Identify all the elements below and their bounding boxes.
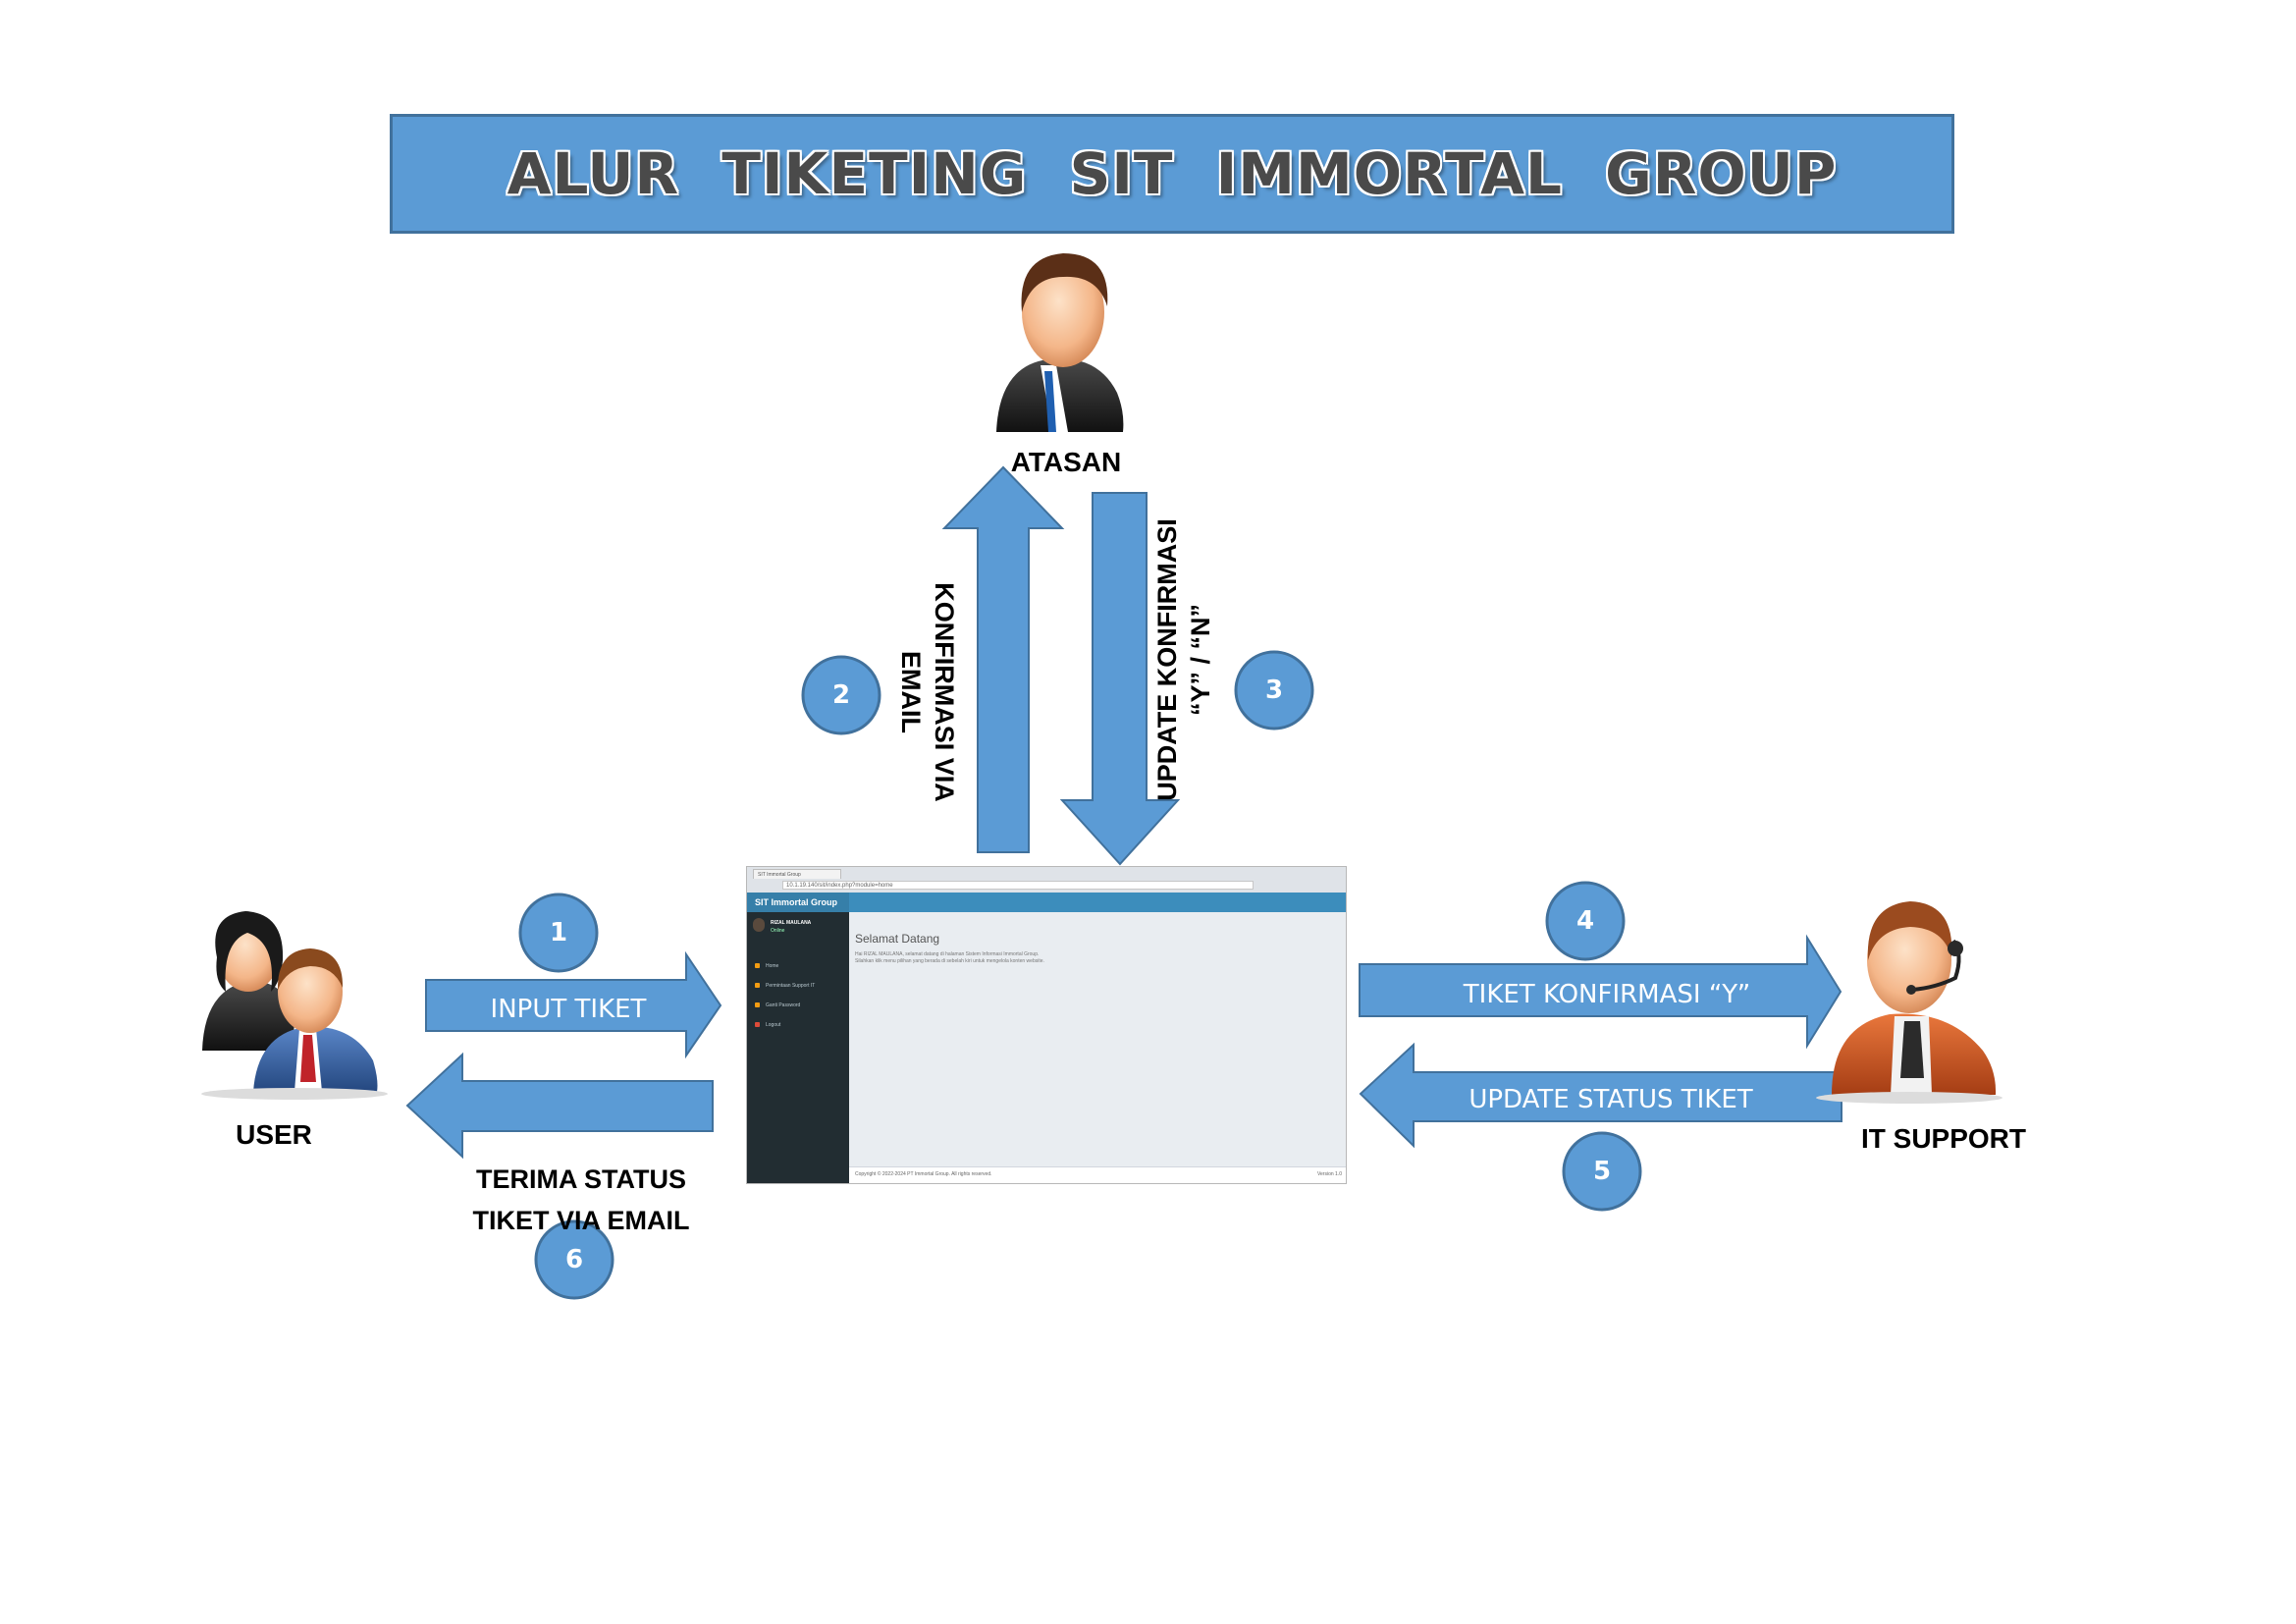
step-label-terima-status: TERIMA STATUS TIKET VIA EMAIL bbox=[473, 1159, 690, 1241]
step-number-2: 2 bbox=[831, 680, 851, 710]
step-label-update-konfirmasi-line1: UPDATE KONFIRMASI bbox=[1152, 518, 1182, 801]
step-label-terima-status-line1: TERIMA STATUS bbox=[476, 1164, 686, 1194]
step-number-6: 6 bbox=[564, 1245, 584, 1274]
avatar bbox=[753, 918, 765, 932]
it-support-person-icon bbox=[1832, 901, 1997, 1095]
step-circle-3 bbox=[1234, 650, 1314, 731]
sidebar-item-label: Ganti Password bbox=[766, 1002, 801, 1008]
app-screenshot: SIT Immortal Group 10.1.19.140/sit/index… bbox=[746, 866, 1347, 1184]
app-sidebar: RIZAL MAULANA Online Home Permintaan Sup… bbox=[747, 912, 849, 1183]
support-icon bbox=[755, 983, 760, 989]
sidebar-item-label: Logout bbox=[766, 1022, 781, 1028]
app-copyright: Copyright © 2022-2024 PT Immortal Group.… bbox=[855, 1171, 992, 1177]
browser-url-bar: 10.1.19.140/sit/index.php?module=home bbox=[782, 881, 1254, 890]
step-label-konfirmasi-email-line1: KONFIRMASI VIA bbox=[930, 582, 959, 802]
step-label-update-konfirmasi-line2: “Y” / “N” bbox=[1186, 604, 1215, 717]
home-icon bbox=[755, 963, 760, 969]
arrow-update-status bbox=[1359, 1042, 1842, 1149]
step-number-4: 4 bbox=[1575, 906, 1595, 936]
browser-chrome: SIT Immortal Group 10.1.19.140/sit/index… bbox=[747, 867, 1346, 893]
title-banner: ALUR TIKETING SIT IMMORTAL GROUP bbox=[390, 114, 1954, 234]
step-label-input-tiket: INPUT TIKET bbox=[490, 995, 647, 1024]
step-number-5: 5 bbox=[1592, 1157, 1612, 1186]
step-label-konfirmasi-email: KONFIRMASI VIA EMAIL bbox=[894, 582, 961, 802]
atasan-person-icon bbox=[996, 253, 1124, 432]
sidebar-item-password: Ganti Password bbox=[755, 1002, 800, 1008]
step-label-konfirmasi-email-line2: EMAIL bbox=[896, 650, 926, 733]
app-brand: SIT Immortal Group bbox=[747, 893, 849, 912]
key-icon bbox=[755, 1002, 760, 1008]
actor-label-atasan: ATASAN bbox=[1010, 447, 1122, 477]
step-number-3: 3 bbox=[1264, 676, 1284, 705]
step-circle-2 bbox=[801, 655, 881, 735]
app-footer: Copyright © 2022-2024 PT Immortal Group.… bbox=[849, 1166, 1346, 1183]
step-label-update-konfirmasi: UPDATE KONFIRMASI “Y” / “N” bbox=[1150, 518, 1217, 801]
sidebar-user-status: Online bbox=[771, 928, 785, 934]
step-label-update-status: UPDATE STATUS TIKET bbox=[1468, 1085, 1753, 1114]
step-circle-4 bbox=[1545, 881, 1626, 961]
sidebar-item-logout: Logout bbox=[755, 1022, 780, 1028]
logout-icon bbox=[755, 1022, 760, 1028]
sidebar-item-label: Permintaan Support IT bbox=[766, 983, 816, 989]
app-welcome-line2: Silahkan klik menu pilihan yang berada d… bbox=[855, 958, 1044, 964]
step-label-tiket-konfirmasi: TIKET KONFIRMASI “Y” bbox=[1463, 980, 1751, 1009]
step-label-terima-status-line2: TIKET VIA EMAIL bbox=[472, 1206, 690, 1235]
arrow-tiket-konfirmasi bbox=[1359, 934, 1842, 1050]
step-circle-1 bbox=[518, 893, 599, 973]
sidebar-user-name: RIZAL MAULANA bbox=[771, 920, 812, 926]
app-header-bar bbox=[747, 893, 1346, 912]
arrow-input-tiket bbox=[425, 950, 722, 1059]
app-version: Version 1.0 bbox=[1316, 1171, 1342, 1177]
sidebar-item-home: Home bbox=[755, 963, 778, 969]
step-number-1: 1 bbox=[549, 918, 568, 947]
app-welcome-title: Selamat Datang bbox=[855, 932, 940, 946]
sidebar-item-label: Home bbox=[766, 963, 779, 969]
actor-label-it-support: IT SUPPORT bbox=[1860, 1123, 2027, 1154]
arrow-konfirmasi-email bbox=[941, 465, 1065, 853]
diagram-title: ALUR TIKETING SIT IMMORTAL GROUP bbox=[507, 140, 1838, 207]
step-circle-6 bbox=[534, 1219, 614, 1300]
arrow-update-konfirmasi bbox=[1059, 492, 1181, 866]
app-welcome-line1: Hai RIZAL MAULANA, selamat datang di hal… bbox=[855, 951, 1040, 957]
browser-tab: SIT Immortal Group bbox=[753, 869, 841, 879]
user-people-icon bbox=[202, 911, 378, 1092]
sidebar-item-permintaan: Permintaan Support IT bbox=[755, 983, 815, 989]
arrow-terima-status bbox=[405, 1052, 714, 1160]
step-circle-5 bbox=[1562, 1131, 1642, 1212]
actor-label-user: USER bbox=[236, 1119, 312, 1150]
